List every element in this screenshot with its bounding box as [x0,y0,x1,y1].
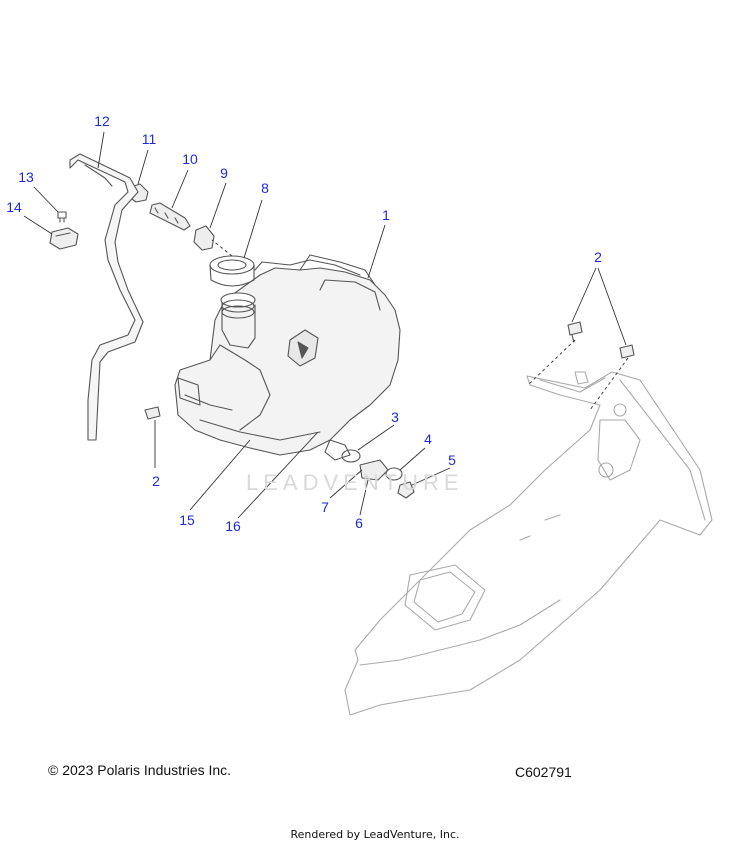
callout-8: 8 [261,180,269,196]
coolant-reservoir [174,254,401,461]
callout-5: 5 [448,452,456,468]
sensor-group [341,449,415,499]
callout-11: 11 [141,131,157,147]
callout-13: 13 [18,169,34,185]
callout-9: 9 [220,165,228,181]
callout-12: 12 [94,113,110,129]
callout-14: 14 [6,199,22,215]
callout-7: 7 [321,499,329,515]
callout-15: 15 [179,512,195,528]
leader-lines [23,131,629,519]
mounting-panel [344,371,713,716]
callout-16: 16 [225,518,241,534]
reservoir-cap [209,255,255,287]
bolt-right-b [619,344,635,359]
callout-1: 1 [382,207,390,223]
bolt-left [144,406,161,420]
hose-fitting-group [127,183,215,251]
callout-10: 10 [182,151,198,167]
callout-2-right: 2 [594,249,602,265]
rendered-by-text: Rendered by LeadVenture, Inc. [290,828,460,841]
callout-4: 4 [424,431,432,447]
callout-2-left: 2 [152,473,160,489]
callout-3: 3 [391,409,399,425]
overflow-hose [69,153,144,441]
diagram-code: C602791 [515,764,572,780]
callout-6: 6 [355,515,363,531]
hose-clip [49,227,79,250]
bolt-right-a [567,321,583,343]
copyright-text: © 2023 Polaris Industries Inc. [48,762,232,778]
watermark-text: LEADVENTURE [246,470,464,495]
clip-screw [57,211,67,223]
